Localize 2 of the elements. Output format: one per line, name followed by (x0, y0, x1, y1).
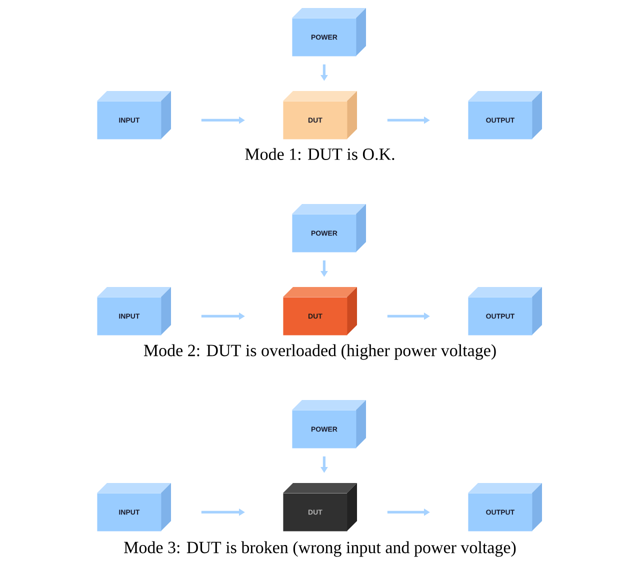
caption: Mode 2: DUT is overloaded (higher power voltage) (144, 344, 496, 360)
caption: Mode 3: DUT is broken (wrong input and power voltage) (124, 541, 516, 557)
